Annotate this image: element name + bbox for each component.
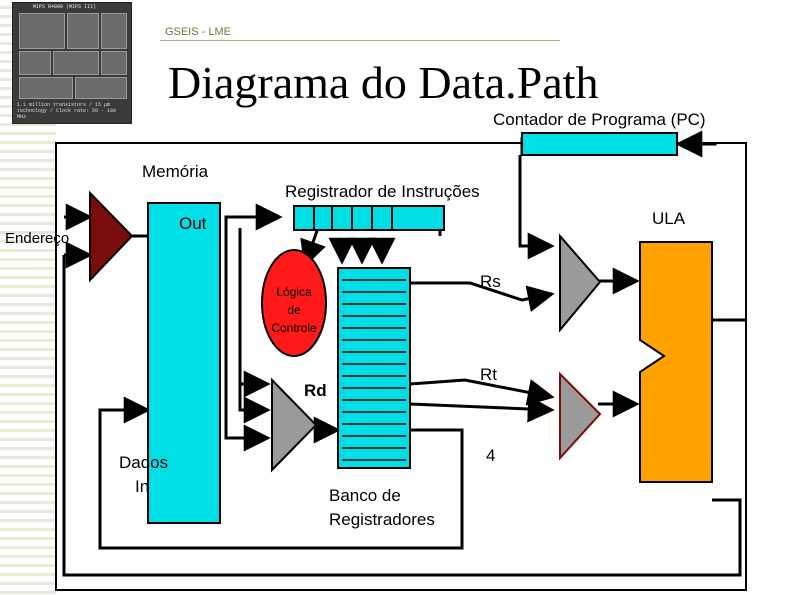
alu-label: ULA xyxy=(652,209,686,228)
program-counter-register xyxy=(521,132,678,156)
pc-label: Contador de Programa (PC) xyxy=(493,110,706,129)
register-bank xyxy=(337,267,411,469)
data-in-label-line1: Dados xyxy=(119,453,168,472)
instruction-register-label: Registrador de Instruções xyxy=(285,182,480,201)
alu-a-mux xyxy=(559,233,602,333)
alu-b-mux xyxy=(559,371,602,461)
chip-header-text: MIPS R4000 (MIPS III) xyxy=(33,4,97,10)
control-label-line2: de xyxy=(287,303,301,317)
control-label-line1: Lógica xyxy=(276,285,312,299)
control-logic xyxy=(261,249,327,357)
wires xyxy=(62,130,745,577)
control-label-line3: Controle xyxy=(271,321,317,335)
rd-mux xyxy=(271,377,318,473)
alu-block xyxy=(639,241,713,483)
instruction-register xyxy=(293,205,445,231)
register-bank-label-line2: Registradores xyxy=(329,510,435,529)
diagram-frame xyxy=(55,142,747,591)
address-label: Endereço xyxy=(5,230,69,247)
header-divider xyxy=(160,40,560,41)
rs-label: Rs xyxy=(480,272,501,291)
rd-label: Rd xyxy=(304,381,327,400)
chip-die-photo: MIPS R4000 (MIPS III) 1.1 million transi… xyxy=(12,2,132,124)
data-in-label-line2: In xyxy=(135,477,149,496)
chip-caption-text: 1.1 million transistors / 15 µm technolo… xyxy=(17,102,117,120)
memory-label: Memória xyxy=(142,162,209,181)
out-label: Out xyxy=(179,214,207,233)
rt-label: Rt xyxy=(480,365,497,384)
address-mux xyxy=(89,190,134,283)
register-bank-label-line1: Banco de xyxy=(329,486,401,505)
memory-block xyxy=(147,202,221,524)
constant-four-label: 4 xyxy=(486,446,495,465)
course-header: GSEIS - LME xyxy=(165,26,232,38)
slide-title: Diagrama do Data.Path xyxy=(168,57,599,108)
